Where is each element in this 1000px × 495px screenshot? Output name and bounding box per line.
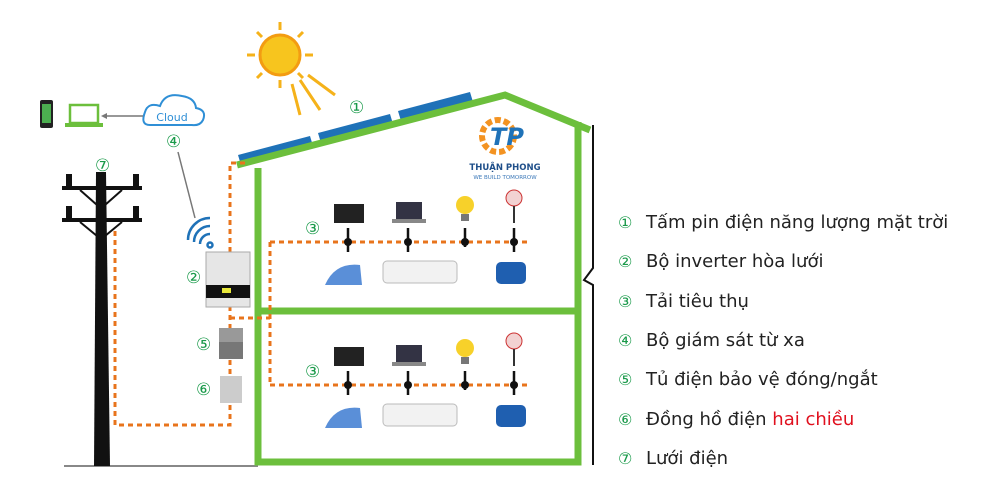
laptop-icon — [65, 103, 103, 127]
legend-text: Bộ inverter hòa lưới — [646, 251, 824, 273]
bulb-icon — [456, 196, 474, 214]
legend-number: ⑥ — [618, 409, 633, 429]
legend-number: ① — [618, 213, 633, 233]
legend-number: ④ — [618, 331, 633, 351]
legend-number: ② — [618, 252, 633, 272]
phone-icon — [40, 100, 53, 128]
appliances-bottom-floor — [323, 331, 528, 430]
legend-item: ⑤ Tủ điện bảo vệ đóng/ngắt — [618, 360, 948, 399]
legend: ① Tấm pin điện năng lượng mặt trời ② Bộ in… — [618, 203, 948, 478]
wifi-icon — [186, 216, 214, 249]
air-conditioner-icon — [382, 260, 458, 284]
breaker-box — [219, 328, 243, 359]
legend-text: Bộ giám sát từ xa — [646, 330, 805, 352]
logo-tagline: WE BUILD TOMORROW — [473, 175, 537, 181]
iron-icon — [325, 264, 362, 285]
legend-number: ⑤ — [618, 370, 633, 390]
legend-item: ④ Bộ giám sát từ xa — [618, 321, 948, 360]
water-pump-icon — [496, 262, 526, 284]
label-inverter: ② — [186, 268, 201, 288]
logo-initials: TP — [490, 123, 524, 151]
label-breaker: ⑤ — [196, 335, 211, 355]
legend-text: Đồng hồ điện — [646, 408, 773, 430]
legend-text: Tải tiêu thụ — [646, 290, 749, 312]
label-monitor: ④ — [166, 132, 181, 152]
wiring — [113, 161, 530, 427]
inverter-device — [205, 251, 251, 308]
wifi-to-cloud-arrow — [177, 151, 196, 219]
legend-item: ⑦ Lưới điện — [618, 439, 948, 478]
label-load-top: ③ — [305, 219, 320, 239]
laptop-appliance-icon — [396, 202, 422, 219]
legend-highlight: hai chiều — [772, 408, 855, 430]
sun-icon — [247, 22, 336, 116]
appliances-top-floor — [325, 189, 526, 285]
company-logo: TP THUẬN PHONG WE BUILD TOMORROW — [469, 117, 541, 181]
label-load-bottom: ③ — [305, 362, 320, 382]
legend-item: ⑥ Đồng hồ điện hai chiều — [618, 399, 948, 438]
cloud-icon: Cloud — [142, 94, 206, 127]
legend-item: ② Bộ inverter hòa lưới — [618, 242, 948, 281]
power-pole — [62, 172, 142, 466]
legend-item: ① Tấm pin điện năng lượng mặt trời — [618, 203, 948, 242]
legend-item: ③ Tải tiêu thụ — [618, 282, 948, 321]
label-grid: ⑦ — [95, 156, 110, 176]
legend-text: Tấm pin điện năng lượng mặt trời — [646, 212, 949, 234]
house — [236, 91, 592, 466]
legend-number: ⑦ — [618, 448, 633, 468]
legend-text: Tủ điện bảo vệ đóng/ngắt — [646, 369, 878, 391]
fan-icon — [505, 189, 523, 207]
label-meter: ⑥ — [196, 380, 211, 400]
meter-box — [220, 376, 242, 403]
legend-number: ③ — [618, 291, 633, 311]
tv-icon — [334, 204, 364, 223]
logo-name: THUẬN PHONG — [469, 162, 540, 173]
house-break-line — [582, 125, 594, 465]
label-panel: ① — [349, 98, 364, 118]
cloud-label: Cloud — [156, 111, 187, 124]
legend-text: Lưới điện — [646, 447, 729, 469]
